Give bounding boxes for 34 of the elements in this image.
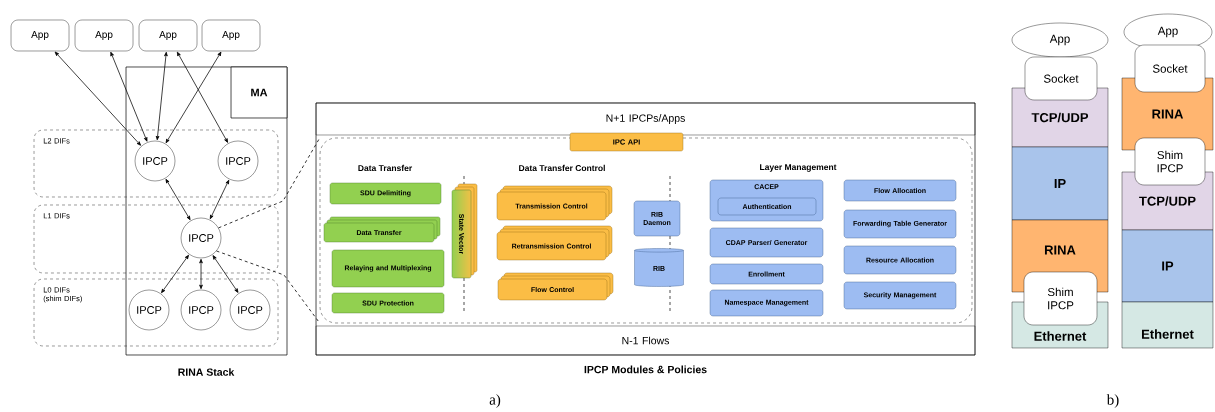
band-box: N-1 Flows bbox=[315, 325, 976, 356]
arrow bbox=[110, 51, 148, 142]
arrow bbox=[155, 51, 168, 141]
arrow bbox=[209, 179, 230, 220]
zoom-line bbox=[218, 137, 321, 229]
layer-block: IP bbox=[1011, 146, 1109, 221]
section-heading: Layer Management bbox=[760, 164, 837, 172]
arrow bbox=[161, 254, 189, 294]
rounded-box: Socket bbox=[1134, 44, 1206, 93]
arrow bbox=[199, 258, 203, 290]
arrow bbox=[165, 178, 191, 221]
zoom-line bbox=[216, 250, 321, 324]
app-box: App bbox=[138, 19, 198, 52]
layer-block: IP bbox=[1121, 229, 1214, 303]
ma-box: MA bbox=[230, 66, 288, 119]
panel-label: a) bbox=[489, 394, 501, 408]
rounded-box: Shim IPCP bbox=[1023, 271, 1098, 326]
figure-title: RINA Stack bbox=[178, 368, 235, 376]
dashed-region bbox=[319, 137, 973, 324]
app-box: App bbox=[10, 19, 70, 52]
band-box: N+1 IPCPs/Apps bbox=[315, 102, 976, 136]
arrow bbox=[165, 51, 222, 144]
node-label: IPCP Modules & Policies bbox=[584, 365, 707, 374]
arrow bbox=[176, 51, 229, 143]
app-box: App bbox=[74, 19, 134, 52]
layer-block: Ethernet bbox=[1121, 301, 1214, 349]
section-heading: Data Transfer Control bbox=[519, 164, 605, 172]
app-box: App bbox=[201, 19, 261, 52]
rounded-box: Socket bbox=[1024, 56, 1098, 101]
arrow bbox=[212, 255, 239, 293]
section-heading: Data Transfer bbox=[358, 164, 413, 172]
rounded-box: Shim IPCP bbox=[1134, 137, 1206, 186]
panel-label: b) bbox=[1106, 394, 1119, 408]
arrow bbox=[54, 51, 142, 146]
